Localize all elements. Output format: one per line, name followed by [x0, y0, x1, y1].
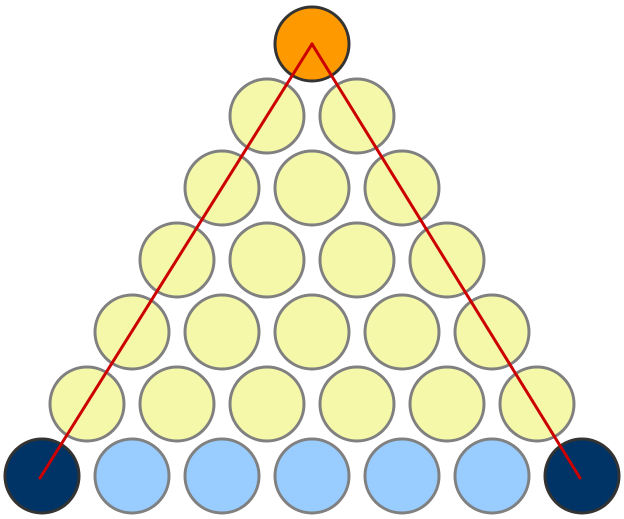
inner-ball: [138, 365, 216, 443]
inner-ball: [228, 221, 306, 299]
line-apex-to-bottom-left: [38, 42, 314, 480]
inner-ball: [363, 293, 441, 371]
line-apex-to-bottom-right: [310, 42, 582, 480]
inner-ball: [228, 365, 306, 443]
inner-ball: [273, 293, 351, 371]
inner-ball: [273, 149, 351, 227]
inner-ball: [498, 365, 576, 443]
bottom-row-ball: [93, 437, 171, 515]
bottom-row-ball: [363, 437, 441, 515]
lines-group: [38, 42, 582, 480]
bottom-row-ball: [183, 437, 261, 515]
inner-ball: [183, 293, 261, 371]
inner-ball: [453, 293, 531, 371]
bottom-row-ball: [273, 437, 351, 515]
inner-ball: [318, 365, 396, 443]
inner-ball: [318, 221, 396, 299]
corner-ball-right: [543, 437, 621, 515]
balls-group: [3, 5, 621, 515]
inner-ball: [408, 365, 486, 443]
bottom-row-ball: [453, 437, 531, 515]
